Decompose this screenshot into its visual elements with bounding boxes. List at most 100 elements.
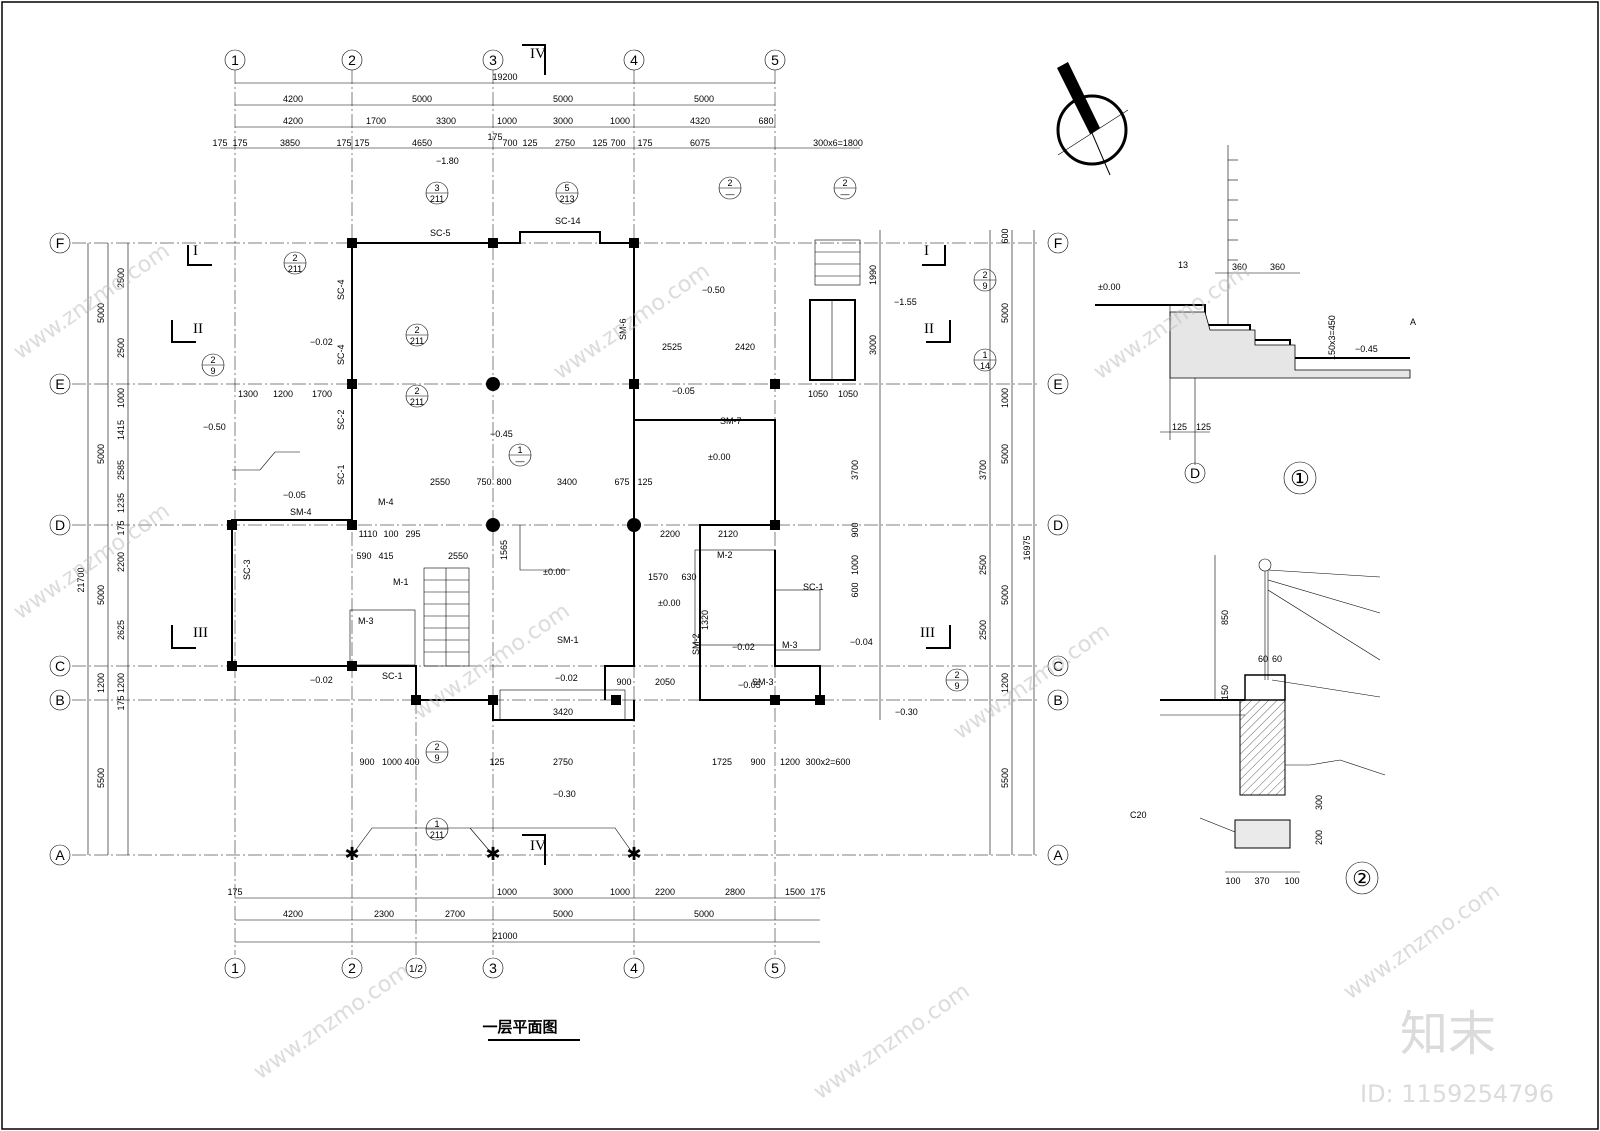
level-marks: −1.80 −0.50 −1.55 −0.02 −0.50 −0.45 −0.0… [203,156,918,799]
dim-text: 175 [116,520,126,535]
dim-text: 1000 [1000,388,1010,408]
dim-text: 4200 [283,909,303,919]
dim-text: 125 [522,138,537,148]
dim-text: 4320 [690,116,710,126]
svg-text:2420: 2420 [735,342,755,352]
svg-text:SC-1: SC-1 [336,464,346,485]
svg-text:370: 370 [1254,876,1269,886]
grid-col-label: 3 [489,52,497,68]
section-marker: I [193,243,198,259]
callout-bubble: 29 [945,668,969,692]
svg-text:1320: 1320 [700,610,710,630]
svg-text:400: 400 [404,757,419,767]
grid-bubbles-right: F E D C B A [1047,232,1069,866]
svg-text:www.znzmo.com: www.znzmo.com [9,499,174,625]
svg-text:−0.02: −0.02 [310,337,333,347]
dim-text: 4200 [283,116,303,126]
svg-text:1700: 1700 [312,389,332,399]
svg-text:1300: 1300 [238,389,258,399]
grid-col-label: 1 [231,52,239,68]
dim-text: 2800 [725,887,745,897]
svg-text:211: 211 [288,264,302,274]
dim-text: 5500 [1000,768,1010,788]
section-marker: I [924,243,929,259]
dim-text: 1990 [868,265,878,285]
svg-text:www.znzmo.com: www.znzmo.com [9,239,174,365]
svg-text:SM-2: SM-2 [691,633,701,655]
svg-text:—: — [726,189,735,199]
svg-text:1110: 1110 [359,529,378,539]
svg-text:590: 590 [356,551,371,561]
dim-text: 2500 [116,268,126,288]
dim-text: 175 [212,138,227,148]
svg-text:60: 60 [1258,654,1268,664]
svg-text:2525: 2525 [662,342,682,352]
svg-text:415: 415 [378,551,393,561]
svg-text:—: — [516,456,525,466]
svg-text:125: 125 [489,757,504,767]
dim-text: 1000 [850,555,860,575]
dim-text: 5000 [553,94,573,104]
dimension-lines [87,82,1035,943]
grid-row-label: B [1053,692,1062,708]
svg-text:✱: ✱ [485,844,500,864]
dim-text: 3000 [553,116,573,126]
grid-bubbles-bottom: 1 2 1/2 3 4 5 [224,957,786,979]
door-window-tags: SC-5 SC-14 SC-4 SC-4 SC-2 SC-1 SC-3 SM-4… [242,216,824,687]
svg-text:125: 125 [637,477,652,487]
svg-text:−0.45: −0.45 [1355,344,1378,354]
watermark-id: ID: 1159254796 [1360,1080,1554,1108]
svg-text:−1.55: −1.55 [894,297,917,307]
svg-text:SC-4: SC-4 [336,344,346,365]
dim-text: 175 [116,695,126,710]
grid-col-label: 5 [771,52,779,68]
dim-text: 6075 [690,138,710,148]
svg-text:5: 5 [564,183,569,193]
right-dimension-texts: 16975 600 5000 1000 5000 5000 1200 5500 … [850,228,1032,788]
section-marker: II [193,321,203,337]
svg-text:2: 2 [954,670,959,680]
top-dimension-texts: 19200 4200 5000 5000 5000 4200 1700 3300… [212,72,862,148]
svg-text:211: 211 [430,194,444,204]
svg-text:9: 9 [982,281,987,291]
svg-text:−0.02: −0.02 [555,673,578,683]
dim-text: 5000 [1000,585,1010,605]
dim-text: 125 [592,138,607,148]
svg-text:−0.02: −0.02 [310,675,333,685]
svg-text:2550: 2550 [430,477,450,487]
svg-text:www.znzmo.com: www.znzmo.com [809,979,974,1105]
dim-text: 300x6=1800 [813,138,863,148]
dim-total-left: 21700 [76,567,86,592]
svg-text:9: 9 [954,681,959,691]
svg-text:M-2: M-2 [717,550,733,560]
page-title: 一层平面图 [482,1019,557,1036]
svg-text:M-1: M-1 [393,577,409,587]
svg-text:2120: 2120 [718,529,738,539]
svg-text:−0.30: −0.30 [553,789,576,799]
svg-text:1: 1 [982,350,987,360]
svg-text:360: 360 [1232,262,1247,272]
svg-text:SC-3: SC-3 [242,559,252,580]
bottom-dimension-texts: 175 1000 3000 1000 2200 2800 1500 175 42… [227,887,825,941]
dim-text: 1200 [116,673,126,693]
svg-text:100: 100 [1225,876,1240,886]
dim-text: 2585 [116,460,126,480]
grid-axes [72,70,1040,955]
svg-text:SM-3: SM-3 [752,677,774,687]
structural-columns: ✱ ✱ ✱ [227,238,825,864]
dim-text: 700 [610,138,625,148]
dim-text: 3700 [850,460,860,480]
dim-total-right: 16975 [1022,535,1032,560]
dim-text: 5500 [96,768,106,788]
svg-text:2050: 2050 [655,677,675,687]
svg-text:2: 2 [210,355,215,365]
dim-text: 5000 [412,94,432,104]
stair [423,239,861,721]
svg-text:200: 200 [1314,830,1324,845]
dim-text: 1415 [116,420,126,440]
dim-text: 175 [354,138,369,148]
svg-text:−0.30: −0.30 [895,707,918,717]
svg-text:900: 900 [359,757,374,767]
